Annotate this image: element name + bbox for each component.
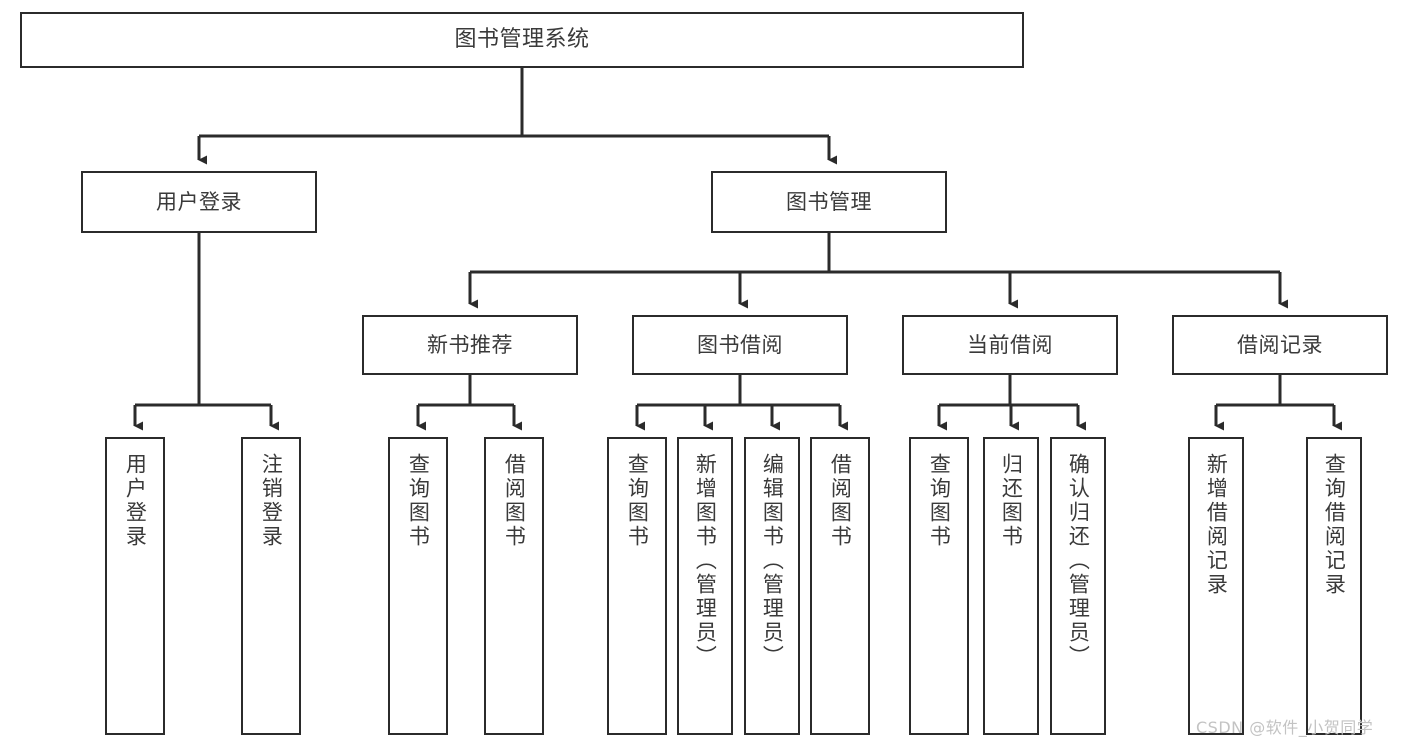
node-leaf-query-book-1[interactable]: 查询图书 (388, 437, 448, 735)
node-leaf-return-book-label: 归还图书 (999, 453, 1024, 549)
node-leaf-query-borrow-record[interactable]: 查询借阅记录 (1306, 437, 1362, 735)
node-leaf-query-book-3[interactable]: 查询图书 (909, 437, 969, 735)
node-leaf-query-book-2-label: 查询图书 (625, 453, 650, 549)
node-book-manage-label: 图书管理 (786, 189, 872, 214)
node-book-borrow[interactable]: 图书借阅 (632, 315, 848, 375)
node-book-borrow-label: 图书借阅 (697, 332, 783, 357)
node-leaf-user-login[interactable]: 用户登录 (105, 437, 165, 735)
node-leaf-edit-book-admin[interactable]: 编辑图书（管理员） (744, 437, 800, 735)
node-leaf-query-book-3-label: 查询图书 (927, 453, 952, 549)
node-borrow-record[interactable]: 借阅记录 (1172, 315, 1388, 375)
node-leaf-confirm-return-admin-label: 确认归还（管理员） (1066, 453, 1091, 669)
node-current-borrow[interactable]: 当前借阅 (902, 315, 1118, 375)
node-leaf-confirm-return-admin[interactable]: 确认归还（管理员） (1050, 437, 1106, 735)
node-leaf-add-book-admin-label: 新增图书（管理员） (693, 453, 718, 669)
node-leaf-edit-book-admin-label: 编辑图书（管理员） (760, 453, 785, 669)
node-leaf-borrow-book-1-label: 借阅图书 (502, 453, 527, 549)
node-borrow-record-label: 借阅记录 (1237, 332, 1323, 357)
csdn-watermark: CSDN @软件_小贺同学 (1196, 718, 1374, 737)
node-leaf-return-book[interactable]: 归还图书 (983, 437, 1039, 735)
node-leaf-add-book-admin[interactable]: 新增图书（管理员） (677, 437, 733, 735)
node-leaf-query-book-2[interactable]: 查询图书 (607, 437, 667, 735)
node-user-login-label: 用户登录 (156, 189, 242, 214)
node-root[interactable]: 图书管理系统 (20, 12, 1024, 68)
node-new-book-recommend[interactable]: 新书推荐 (362, 315, 578, 375)
node-new-book-recommend-label: 新书推荐 (427, 332, 513, 357)
node-leaf-add-borrow-record-label: 新增借阅记录 (1204, 453, 1229, 597)
node-root-label: 图书管理系统 (454, 27, 590, 53)
node-leaf-add-borrow-record[interactable]: 新增借阅记录 (1188, 437, 1244, 735)
node-leaf-borrow-book-1[interactable]: 借阅图书 (484, 437, 544, 735)
node-leaf-borrow-book-2[interactable]: 借阅图书 (810, 437, 870, 735)
node-current-borrow-label: 当前借阅 (967, 332, 1053, 357)
node-leaf-query-borrow-record-label: 查询借阅记录 (1322, 453, 1347, 597)
node-book-manage[interactable]: 图书管理 (711, 171, 947, 233)
node-leaf-borrow-book-2-label: 借阅图书 (828, 453, 853, 549)
node-leaf-logout-label: 注销登录 (259, 453, 284, 549)
node-leaf-query-book-1-label: 查询图书 (406, 453, 431, 549)
node-leaf-logout[interactable]: 注销登录 (241, 437, 301, 735)
node-user-login[interactable]: 用户登录 (81, 171, 317, 233)
node-leaf-user-login-label: 用户登录 (123, 453, 148, 549)
